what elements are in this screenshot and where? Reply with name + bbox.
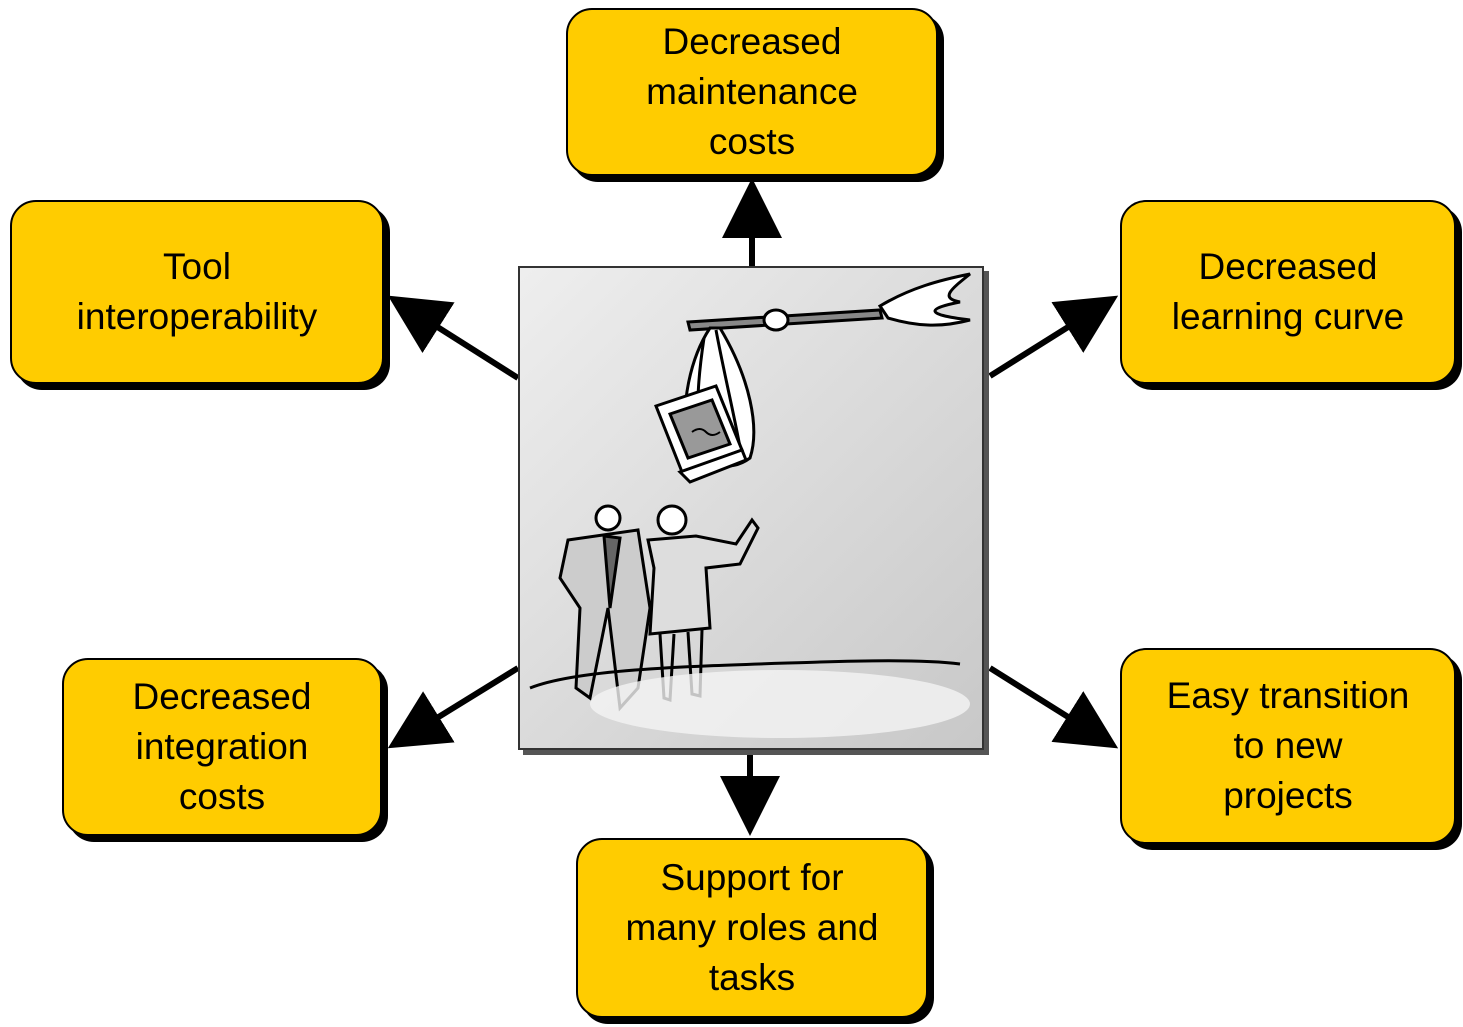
node-easy-transition: Easy transition to new projects	[1120, 648, 1456, 844]
node-decreased-maintenance-costs: Decreased maintenance costs	[566, 8, 938, 176]
arrow-to-top-left	[387, 295, 520, 381]
node-tool-interoperability: Tool interoperability	[10, 200, 384, 384]
center-illustration	[518, 266, 984, 750]
node-label: Easy transition to new projects	[1166, 675, 1410, 816]
arrow-to-top-right	[988, 295, 1119, 379]
stork-computer-people-icon	[529, 272, 971, 738]
node-label: Decreased learning curve	[1171, 246, 1405, 337]
node-support-roles-tasks: Support for many roles and tasks	[576, 838, 928, 1018]
arrow-to-bottom-right	[988, 665, 1119, 749]
node-decreased-integration-costs: Decreased integration costs	[62, 658, 382, 836]
node-label: Support for many roles and tasks	[625, 857, 879, 998]
node-label: Decreased maintenance costs	[646, 21, 858, 162]
node-label: Decreased integration costs	[132, 676, 312, 817]
arrow-to-bottom-left	[387, 665, 520, 749]
node-decreased-learning-curve: Decreased learning curve	[1120, 200, 1456, 384]
node-label: Tool interoperability	[76, 246, 318, 337]
